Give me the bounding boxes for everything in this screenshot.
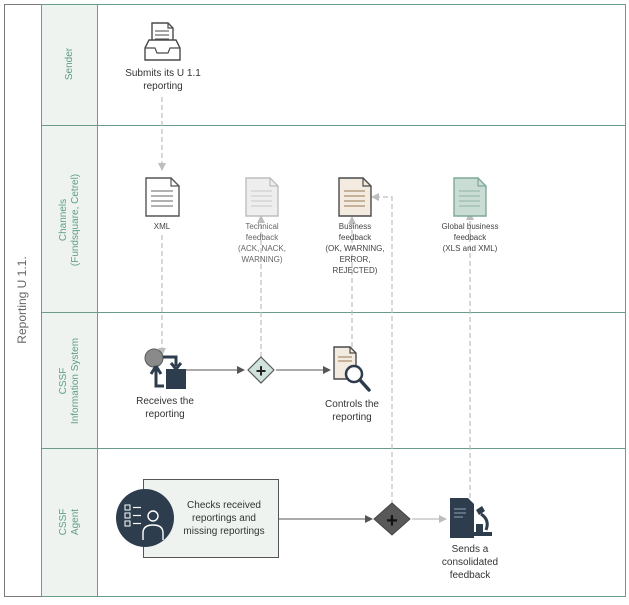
global-feedback-document-icon: [453, 177, 487, 217]
lane-channels: Channels (Fundsquare, Cetrel): [41, 125, 626, 313]
flow-gateway-to-business: [371, 193, 393, 505]
gateway-plus-icon: +: [386, 510, 398, 532]
controls-label-2: reporting: [332, 412, 371, 423]
pool-label: Reporting U 1.1.: [15, 256, 29, 343]
parallel-gateway-agent: +: [373, 502, 411, 536]
lane-label-sender: Sender: [64, 47, 75, 80]
global-feedback-label-1: Global business: [442, 222, 499, 231]
receives-label-2: reporting: [145, 409, 184, 420]
business-feedback-label-5: REJECTED): [333, 266, 378, 275]
checks-label-1: Checks received: [187, 500, 261, 511]
lane-information-system: CSSF Information System: [41, 312, 626, 449]
global-feedback-label-2: feedback: [454, 233, 487, 242]
sends-label-1: Sends a: [452, 544, 489, 555]
receive-reporting-icon: [144, 348, 186, 389]
lane-label-system: CSSF: [58, 368, 69, 395]
lane-label-agent-sub: Agent: [70, 509, 81, 535]
checks-task-box: [143, 479, 279, 558]
lane-label-channels-sub: (Fundsquare, Cetrel): [70, 174, 81, 266]
lane-label-system-sub: Information System: [70, 338, 81, 424]
business-feedback-label-1: Business: [339, 222, 371, 231]
technical-feedback-label-1: Technical: [245, 222, 279, 231]
receives-label-1: Receives the: [136, 396, 194, 407]
inbox-icon: [144, 22, 181, 61]
document-microscope-icon: [450, 498, 492, 538]
xml-label: XML: [154, 222, 171, 231]
lane-label-agent: CSSF: [58, 509, 69, 536]
document-search-icon: [333, 346, 371, 392]
global-feedback-label-3: (XLS and XML): [443, 244, 498, 253]
checks-label-2: reportings and: [192, 513, 256, 524]
sender-caption-2: reporting: [143, 81, 182, 92]
sends-label-3: feedback: [450, 570, 492, 581]
checks-label-3: missing reportings: [183, 526, 264, 537]
xml-document-icon: [145, 177, 180, 217]
technical-feedback-label-4: WARNING): [241, 255, 282, 264]
sender-caption: Submits its U 1.1: [125, 68, 201, 79]
lane-label-channels: Channels: [58, 199, 69, 241]
business-feedback-label-3: (OK, WARNING,: [325, 244, 384, 253]
technical-feedback-document-icon: [245, 177, 279, 217]
business-feedback-document-icon: [338, 177, 372, 217]
technical-feedback-label-3: (ACK, NACK,: [238, 244, 286, 253]
business-feedback-label-2: feedback: [339, 233, 372, 242]
technical-feedback-label-2: feedback: [246, 233, 279, 242]
sends-label-2: consolidated: [442, 557, 498, 568]
controls-label-1: Controls the: [325, 399, 379, 410]
checklist-person-icon: [116, 489, 174, 547]
business-feedback-label-4: ERROR,: [339, 255, 370, 264]
parallel-gateway-system: +: [247, 356, 275, 384]
lane-sender: Sender: [41, 4, 626, 126]
gateway-plus-icon: +: [256, 361, 267, 381]
